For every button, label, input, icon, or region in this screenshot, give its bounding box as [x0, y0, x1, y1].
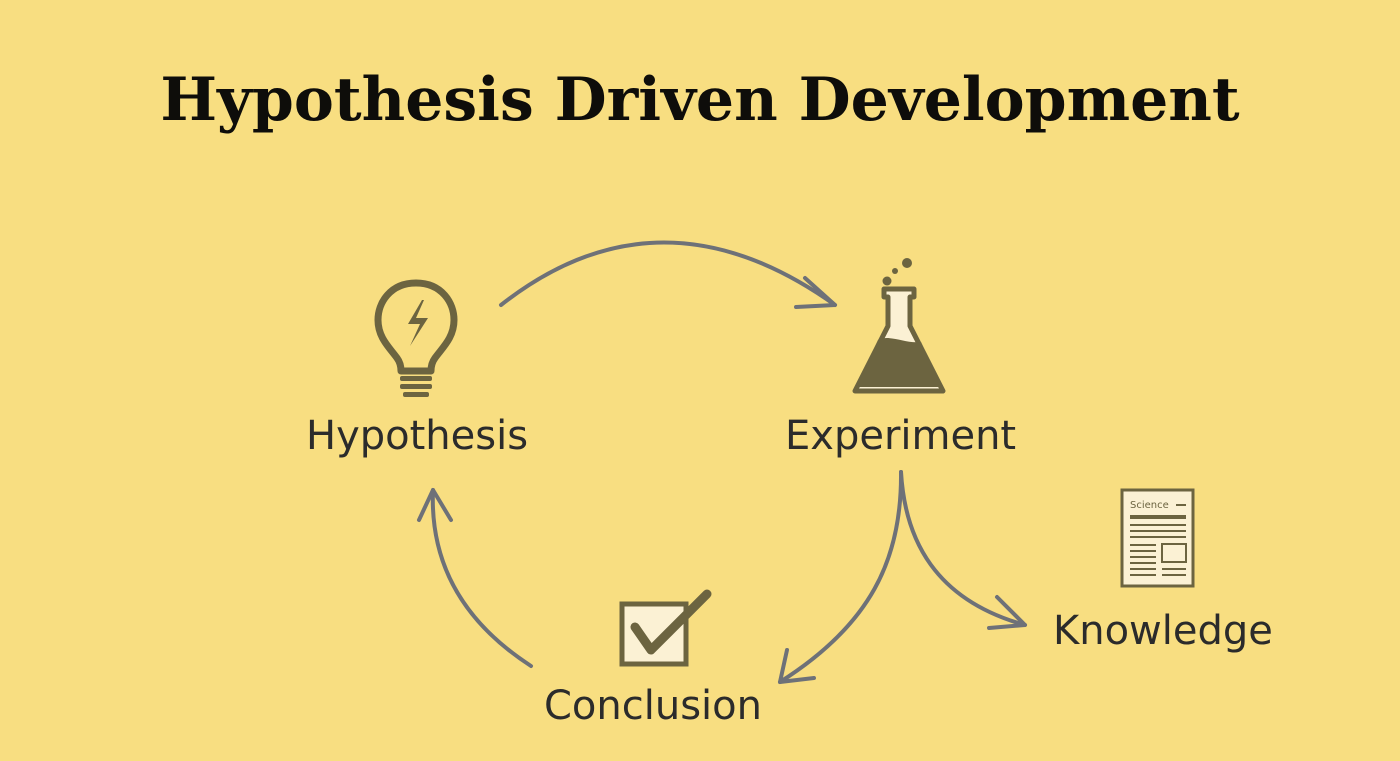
flask-icon [852, 258, 946, 394]
checkbox-icon [619, 589, 712, 667]
page-title: Hypothesis Driven Development [160, 65, 1240, 135]
hypothesis-label: Hypothesis [306, 413, 529, 459]
experiment-label: Experiment [785, 413, 1017, 459]
arrow-experiment-to-conclusion [778, 470, 904, 684]
arrow-hypothesis-to-experiment [499, 240, 837, 309]
knowledge-label: Knowledge [1053, 608, 1273, 654]
arrow-conclusion-to-hypothesis [417, 488, 533, 668]
arrow-experiment-to-knowledge [899, 470, 1027, 630]
paper-icon: Science [1120, 488, 1195, 588]
paper-icon-caption: Science [1130, 500, 1169, 511]
conclusion-label: Conclusion [544, 683, 762, 729]
lightbulb-icon [374, 279, 458, 397]
